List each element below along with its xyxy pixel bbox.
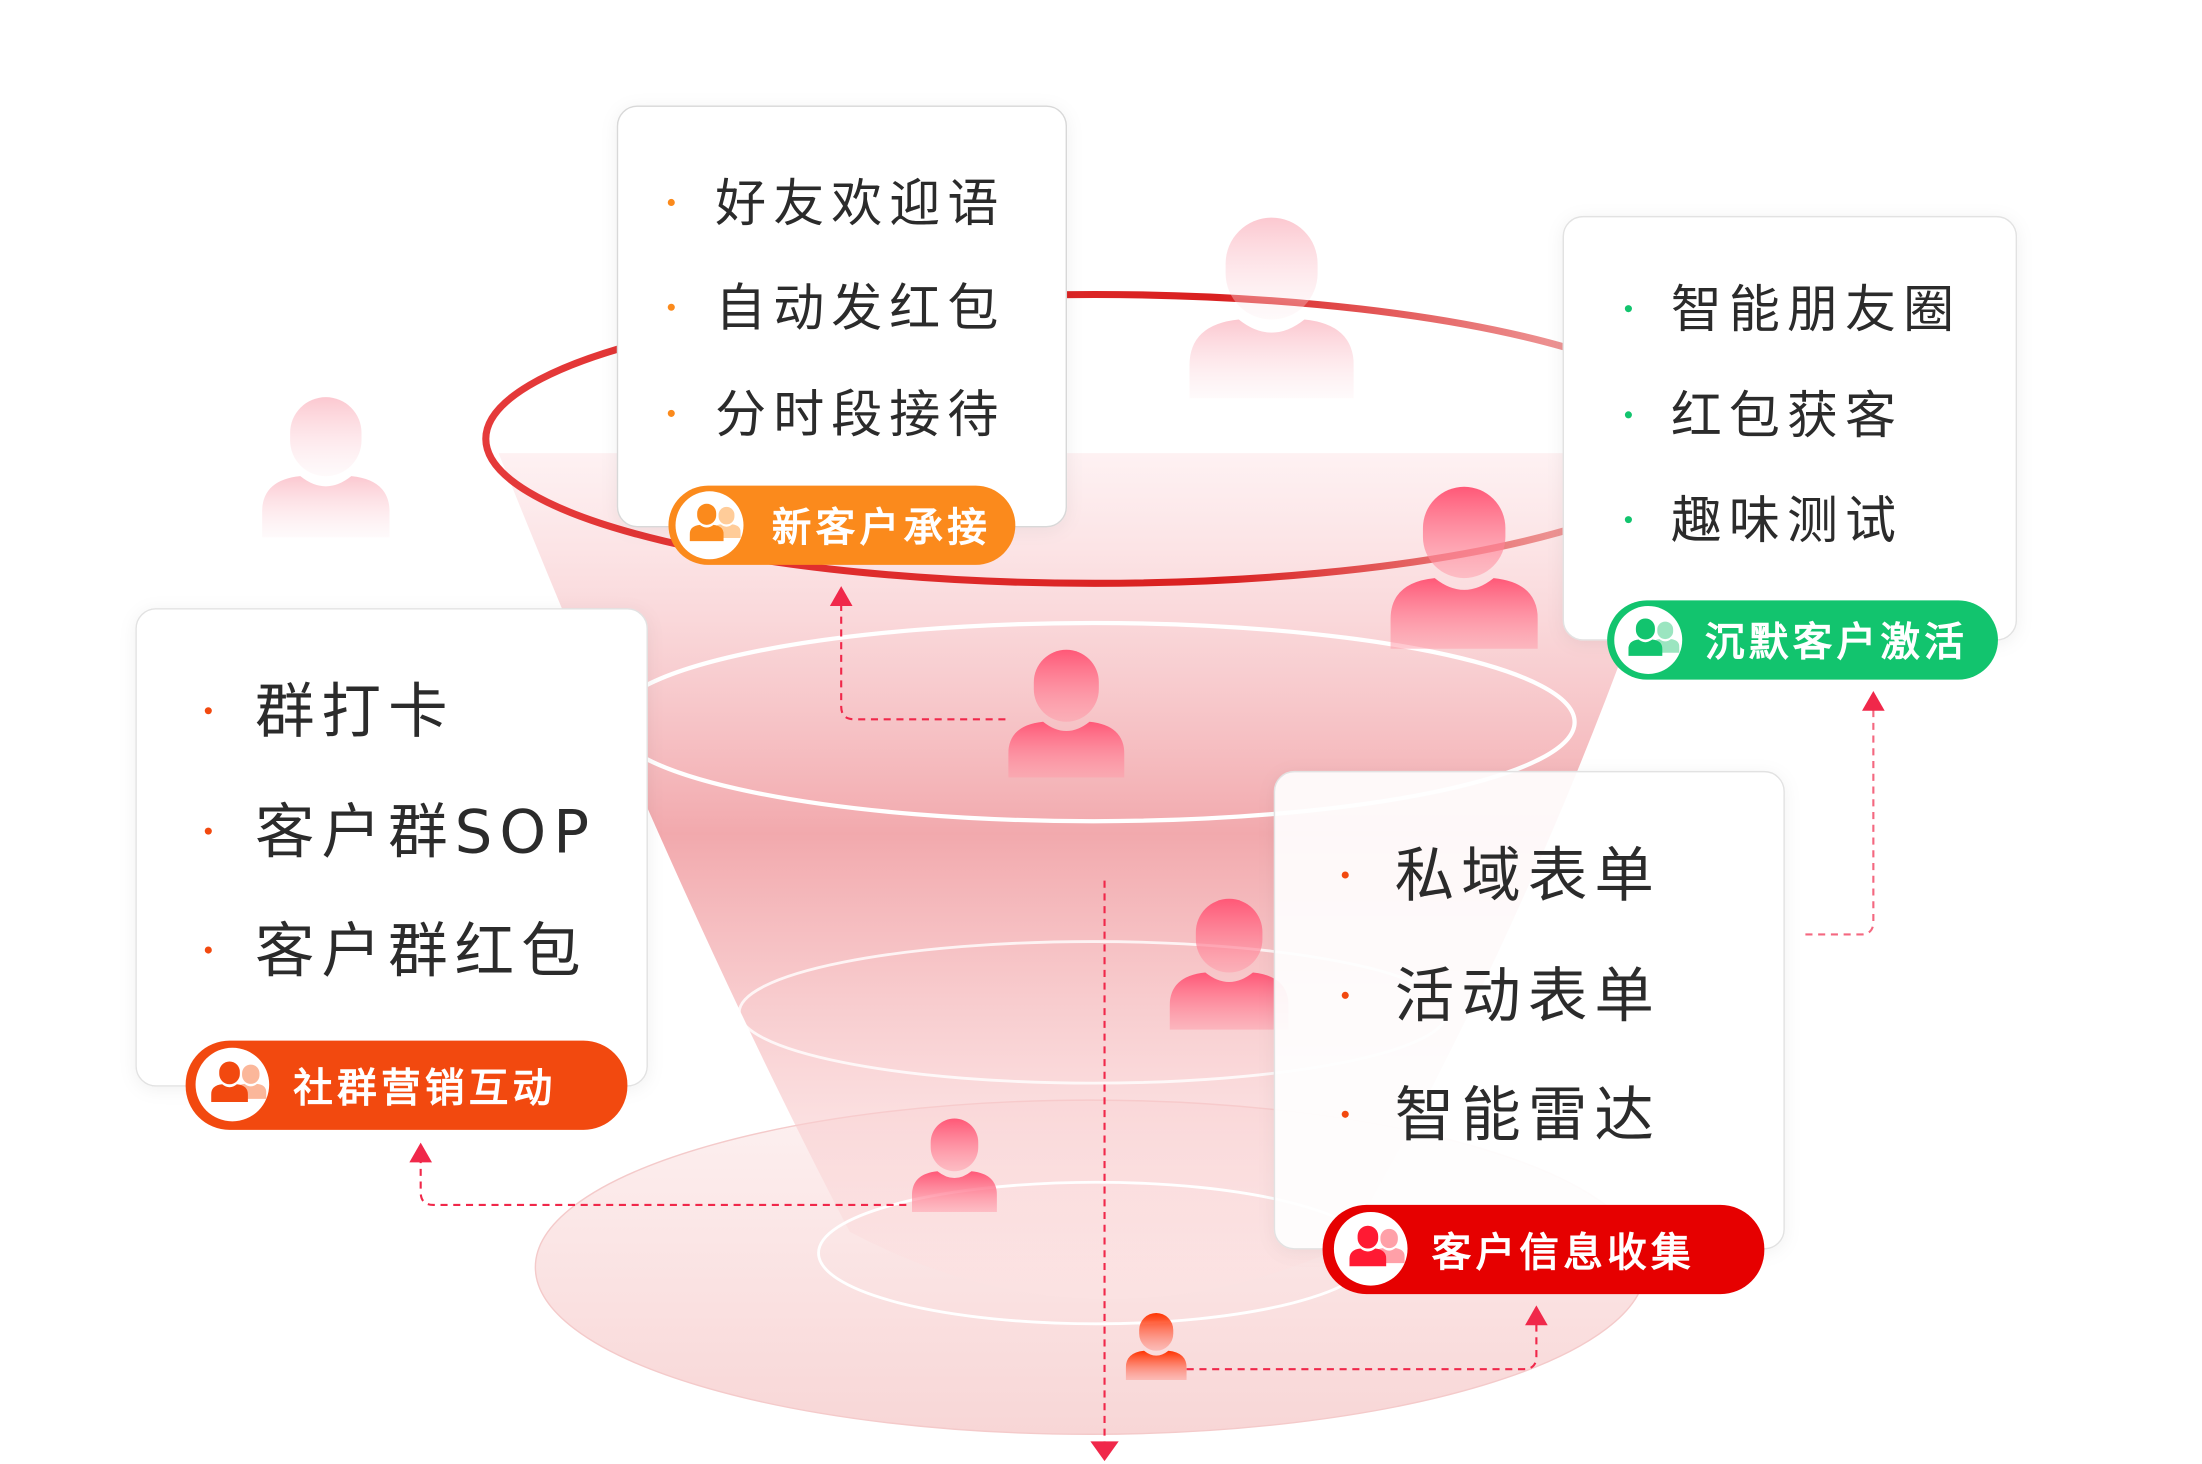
connector-community <box>419 1158 907 1206</box>
connector-info <box>1186 1322 1538 1371</box>
card-info-collection: 私域表单 活动表单 智能雷达 客户信息收集 <box>1273 770 1785 1295</box>
card-silent-activation: 智能朋友圈 红包获客 趣味测试 沉默客户激活 <box>1562 215 2018 680</box>
bullet-dot <box>1624 305 1632 313</box>
badge-label: 社群营销互动 <box>293 1066 556 1112</box>
arrow-up-icon <box>409 1142 433 1163</box>
arrow-up-icon <box>1525 1305 1548 1326</box>
bullet-dot <box>1341 991 1349 999</box>
arrow-down-icon <box>1090 1441 1119 1462</box>
list-item: 客户群红包 <box>255 917 588 986</box>
badge-label: 客户信息收集 <box>1432 1230 1695 1276</box>
bullet-dot <box>1624 516 1632 524</box>
list-item: 自动发红包 <box>715 280 1005 339</box>
card-new-customer: 好友欢迎语 自动发红包 分时段接待 新客户承接 <box>616 105 1068 565</box>
bullet-dot <box>204 946 212 954</box>
bullet-dot <box>1624 411 1632 419</box>
badge-label: 沉默客户激活 <box>1705 620 1968 666</box>
arrow-up-icon <box>829 586 853 606</box>
badge-info-collection[interactable]: 客户信息收集 <box>1322 1204 1765 1295</box>
list-item: 客户群SOP <box>255 798 596 867</box>
list-item: 趣味测试 <box>1671 492 1903 551</box>
bullet-dot <box>204 707 212 715</box>
badge-community-marketing[interactable]: 社群营销互动 <box>185 1040 628 1130</box>
list-item: 红包获客 <box>1671 387 1903 446</box>
list-item: 好友欢迎语 <box>715 175 1005 234</box>
bullet-dot <box>204 827 212 835</box>
person-icon <box>262 397 390 538</box>
bullet-dot <box>1341 871 1349 879</box>
connector-new-customer <box>840 601 1006 721</box>
list-item: 智能雷达 <box>1395 1082 1661 1151</box>
bullet-dot <box>667 198 675 207</box>
list-item: 智能朋友圈 <box>1671 281 1961 340</box>
list-item: 活动表单 <box>1395 963 1661 1032</box>
badge-label: 新客户承接 <box>772 505 991 551</box>
bullet-dot <box>1341 1110 1349 1118</box>
list-item: 私域表单 <box>1395 842 1661 911</box>
badge-new-customer[interactable]: 新客户承接 <box>668 485 1016 565</box>
arrow-up-icon <box>1862 690 1885 711</box>
bullet-dot <box>667 303 675 311</box>
card-community-marketing: 群打卡 客户群SOP 客户群红包 社群营销互动 <box>135 608 648 1130</box>
connectors <box>419 601 1875 1445</box>
list-item: 分时段接待 <box>715 386 1005 445</box>
list-item: 群打卡 <box>255 678 455 747</box>
connector-silent <box>1805 707 1875 936</box>
badge-silent-activation[interactable]: 沉默客户激活 <box>1607 600 1998 680</box>
bullet-dot <box>667 409 675 417</box>
arrows <box>409 586 1885 1462</box>
